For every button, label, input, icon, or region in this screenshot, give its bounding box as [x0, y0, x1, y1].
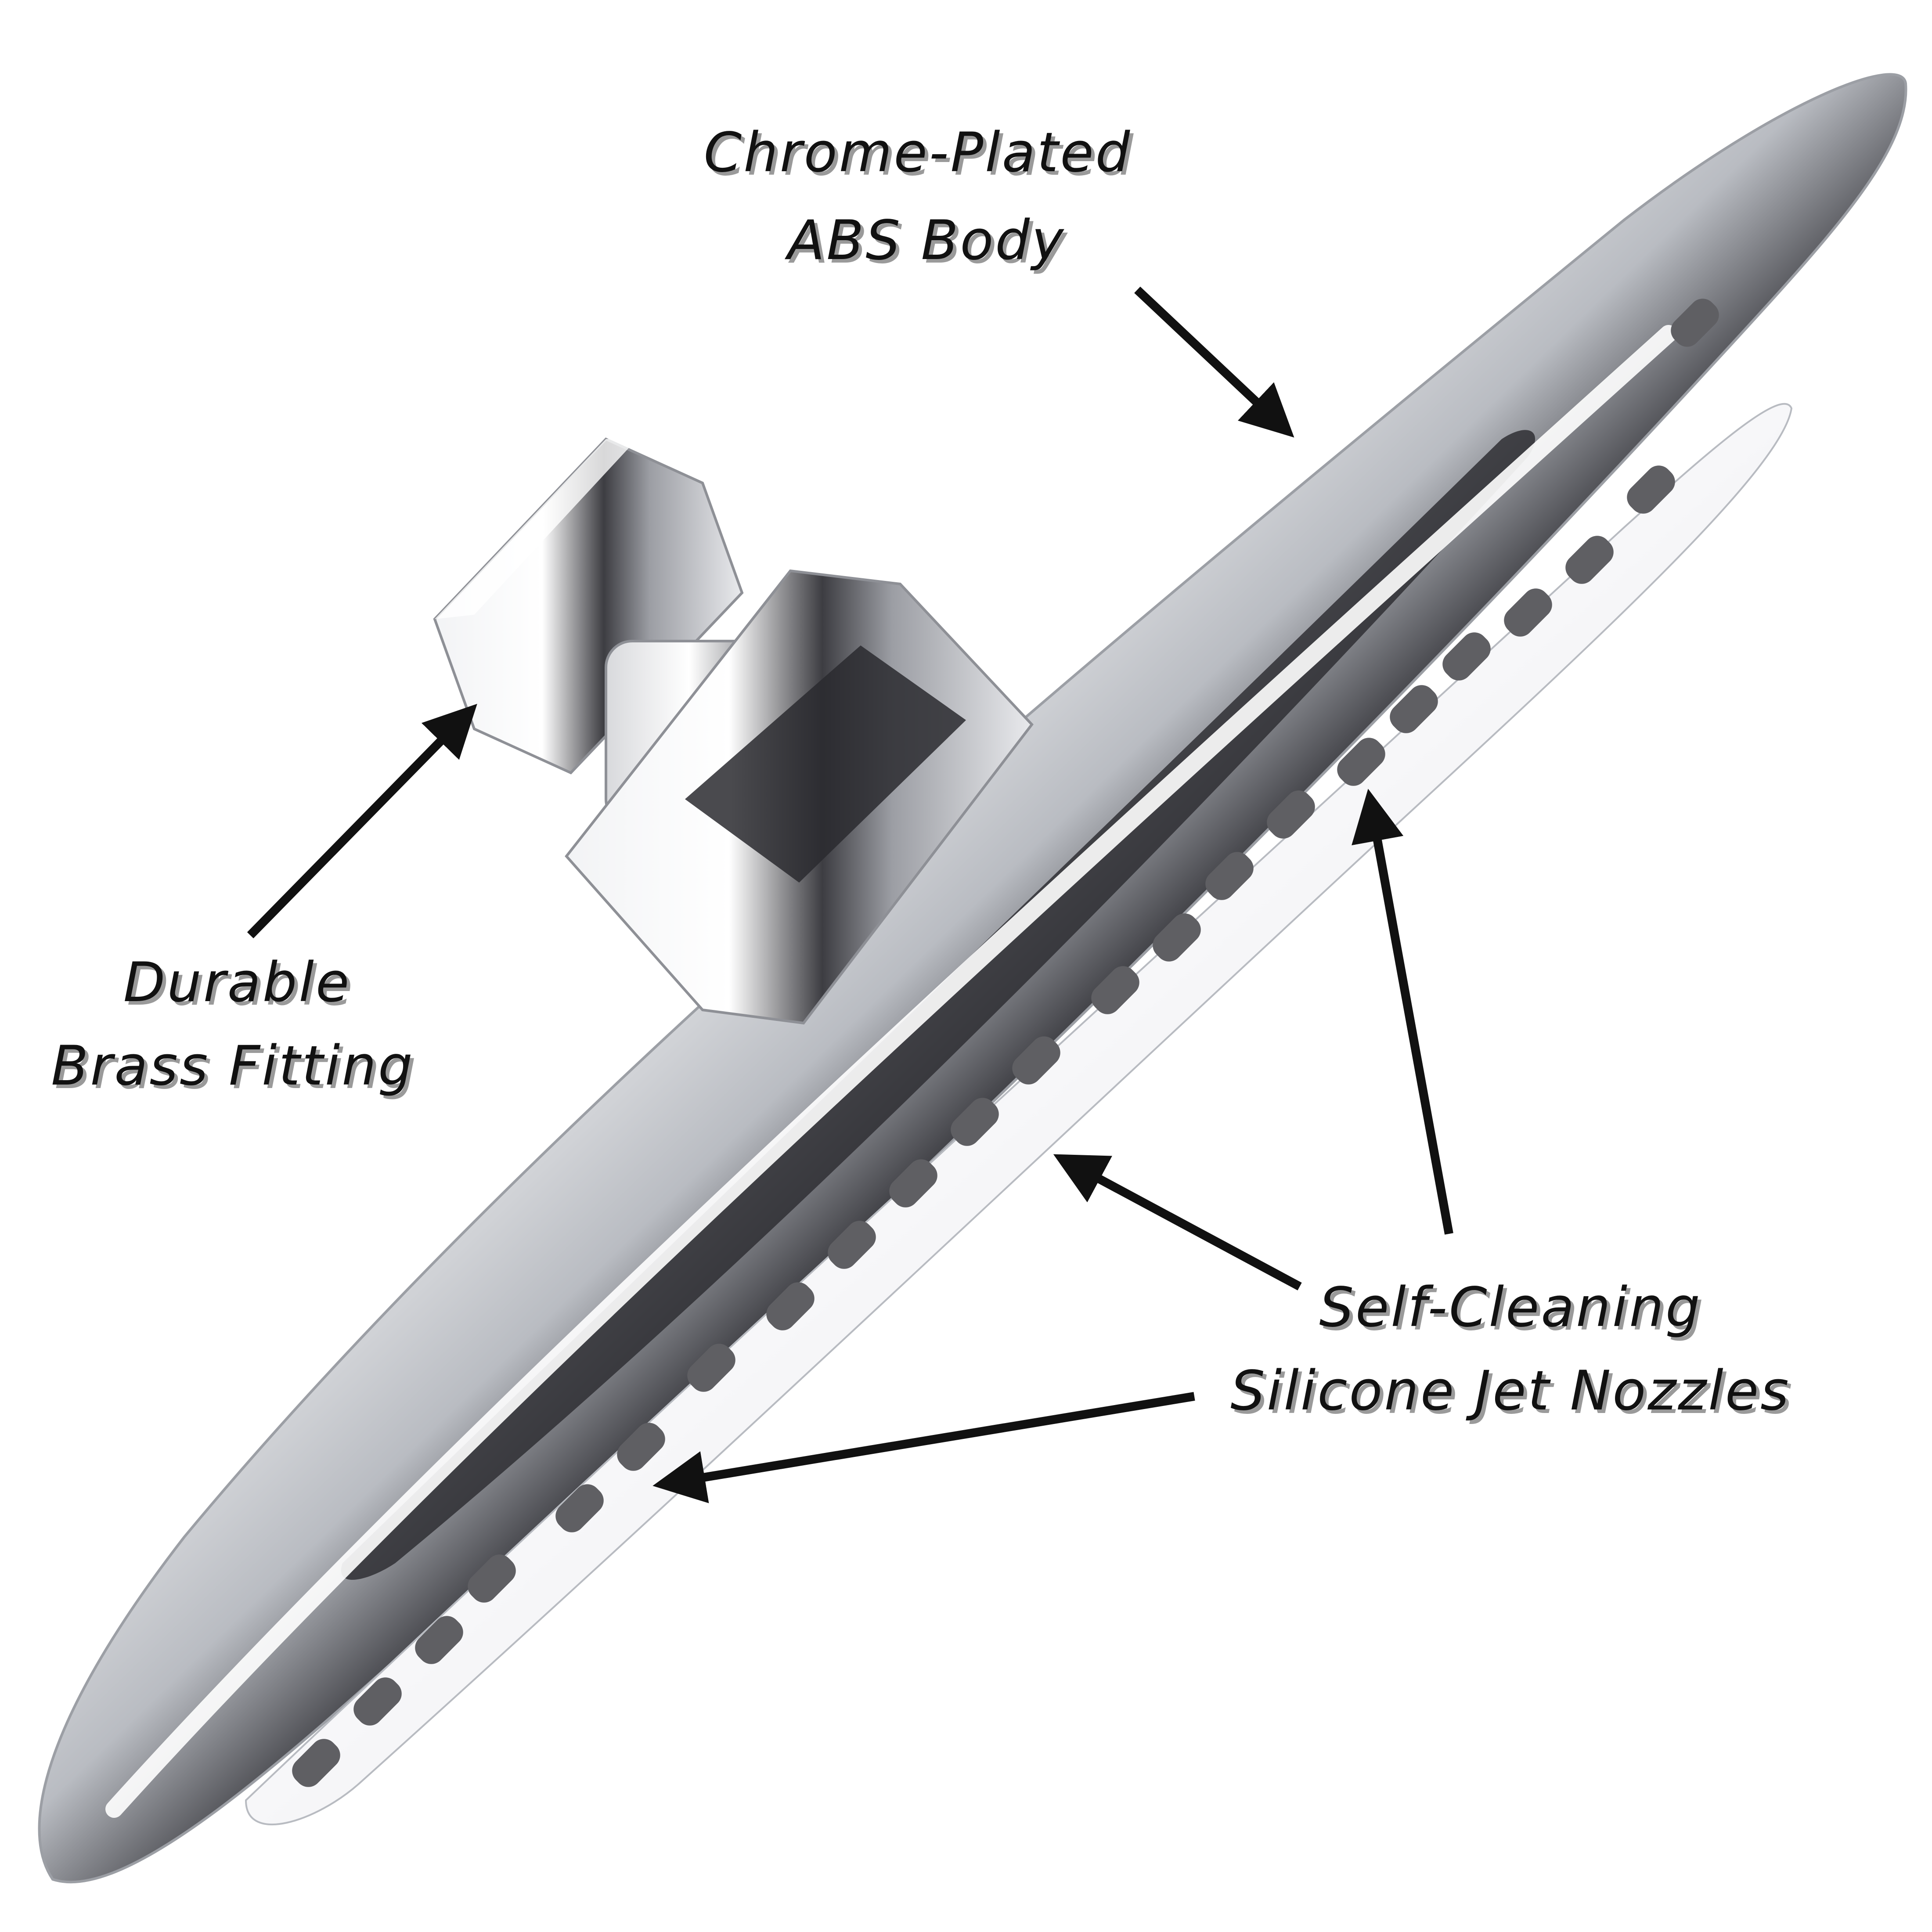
jet-nozzles: [292, 299, 1719, 1787]
nozzle: [1012, 1036, 1060, 1085]
nozzle: [617, 1423, 665, 1471]
label-fitting-line-2: Brass Fitting: [51, 1034, 414, 1098]
fitting-back-cube-top: [435, 435, 641, 619]
label-nozzles-line-2: Silicone Jet Nozzles: [1230, 1359, 1790, 1423]
label-nozzles-line-1: Self-Cleaning: [1319, 1276, 1701, 1339]
nozzle: [1442, 632, 1491, 681]
nozzle: [353, 1677, 402, 1726]
nozzle: [828, 1221, 876, 1269]
nozzle: [1205, 852, 1254, 900]
label-body-line-2: ABS Body: [784, 209, 1065, 272]
svg-text:ABS Body: ABS Body: [788, 213, 1069, 276]
arrow-fitting: [247, 703, 477, 939]
label-nozzles: Self-Cleaning Self-Cleaning Silicone Jet…: [1230, 1276, 1794, 1426]
arrow-nozzles-lower: [652, 1392, 1195, 1503]
svg-text:Silicone Jet Nozzles: Silicone Jet Nozzles: [1234, 1363, 1794, 1426]
nozzle: [555, 1484, 604, 1532]
nozzle: [687, 1344, 735, 1392]
arrow-nozzles-upper: [1352, 789, 1453, 1235]
nozzle: [1153, 913, 1201, 962]
nozzle: [1337, 738, 1385, 786]
callout-arrows: [247, 286, 1453, 1503]
svg-text:Self-Cleaning: Self-Cleaning: [1323, 1280, 1705, 1343]
svg-text:Brass Fitting: Brass Fitting: [54, 1038, 418, 1101]
nozzle: [1267, 790, 1315, 839]
label-fitting-line-1: Durable: [123, 951, 351, 1014]
nozzle: [415, 1616, 463, 1664]
label-body-line-1: Chrome-Plated: [704, 121, 1132, 184]
nozzle: [1504, 588, 1552, 637]
svg-text:Chrome-Plated: Chrome-Plated: [707, 125, 1135, 188]
disc-rim-highlight: [105, 325, 1677, 1818]
label-body: Chrome-Plated Chrome-Plated ABS Body ABS…: [704, 121, 1135, 276]
nozzle: [1390, 685, 1438, 733]
nozzle: [1565, 536, 1614, 584]
nozzle: [1671, 299, 1719, 347]
nozzle: [292, 1739, 340, 1787]
label-fitting: Durable Durable Brass Fitting Brass Fitt…: [51, 951, 418, 1101]
arrow-nozzles-middle: [1053, 1154, 1302, 1290]
nozzle: [1627, 465, 1675, 514]
nozzle: [468, 1554, 516, 1603]
nozzle: [1091, 966, 1139, 1014]
nozzle: [889, 1159, 937, 1208]
arrow-body: [1134, 286, 1294, 438]
nozzle: [766, 1282, 815, 1330]
brass-fitting: [433, 435, 1034, 1025]
nozzle: [951, 1098, 999, 1146]
svg-text:Durable: Durable: [127, 955, 355, 1018]
fitting-front-reflection: [685, 645, 966, 883]
